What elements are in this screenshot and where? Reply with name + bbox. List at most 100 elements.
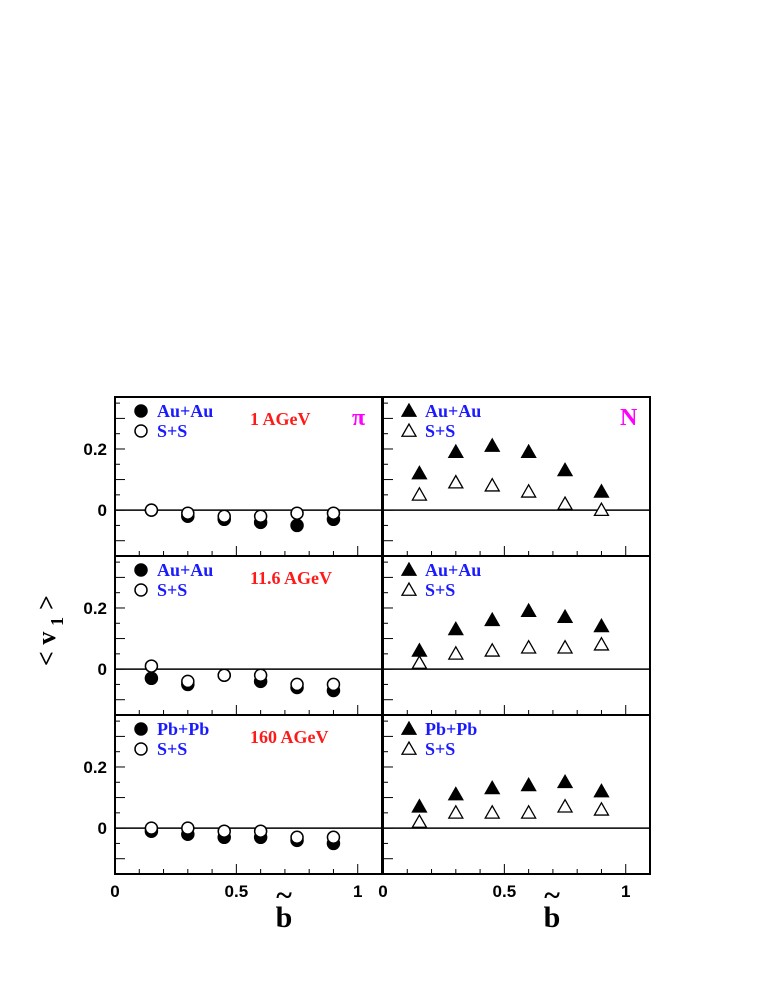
point-filled-triangle — [520, 602, 537, 617]
legend-marker-filled — [400, 561, 418, 576]
x-tick-label: 0.5 — [225, 882, 249, 901]
point-filled-triangle — [593, 783, 610, 798]
legend-marker-filled — [134, 563, 148, 577]
panel-row2-col2: Au+AuS+S — [382, 555, 651, 716]
point-open-circle — [181, 506, 195, 520]
particle-label: π — [352, 405, 365, 431]
point-open-circle — [326, 830, 341, 845]
legend-label: Pb+Pb — [425, 719, 477, 739]
panel-frame — [114, 396, 383, 557]
point-filled-triangle — [520, 777, 537, 792]
point-filled-triangle — [447, 786, 464, 801]
point-filled-triangle — [447, 621, 464, 636]
panel-row1-col2: Au+AuS+S N — [382, 396, 651, 557]
x-axis-title-tilde: ~ — [544, 879, 560, 912]
y-axis-title-close: > — [32, 595, 61, 610]
x-axis-title: b — [544, 901, 561, 934]
panel-frame — [114, 714, 383, 875]
panel-row2-col1: Au+AuS+S 11.6 AGeV — [114, 555, 383, 716]
legend-marker-filled — [400, 720, 418, 735]
legend-label: S+S — [425, 739, 455, 759]
x-axis-title: b — [276, 901, 293, 934]
legend-label: S+S — [425, 421, 455, 441]
point-open-circle — [144, 659, 159, 673]
legend-marker-open — [400, 422, 418, 437]
panel-frame — [382, 714, 651, 875]
y-tick-label: 0 — [98, 501, 107, 520]
point-open-circle — [290, 506, 304, 520]
point-open-circle — [217, 824, 231, 838]
point-open-triangle — [520, 804, 537, 819]
point-open-circle — [144, 503, 159, 517]
point-filled-triangle — [593, 618, 610, 633]
point-open-circle — [290, 830, 304, 845]
point-open-circle — [217, 668, 231, 682]
point-filled-triangle — [484, 437, 501, 452]
legend-marker-open — [400, 581, 418, 596]
x-tick-label: 0.5 — [493, 882, 517, 901]
energy-label: 1 AGeV — [250, 409, 311, 429]
point-filled-triangle — [411, 798, 428, 813]
y-axis-title: < v 1 > — [32, 595, 67, 666]
point-open-circle — [253, 824, 268, 838]
point-open-triangle — [556, 495, 574, 510]
panel-row3-col2: Pb+PbS+S — [382, 714, 651, 875]
point-open-triangle — [411, 813, 428, 828]
point-filled-triangle — [411, 465, 428, 480]
point-open-circle — [253, 509, 268, 523]
point-open-triangle — [556, 798, 574, 813]
y-tick-label: 0.2 — [83, 758, 107, 777]
legend-marker-open — [134, 583, 148, 597]
x-tick-label: 1 — [353, 882, 362, 901]
point-filled-triangle — [447, 443, 464, 458]
legend-label: Au+Au — [157, 560, 213, 580]
y-tick-label: 0.2 — [83, 440, 107, 459]
legend-label: S+S — [425, 580, 455, 600]
point-open-triangle — [556, 639, 574, 654]
point-open-triangle — [520, 483, 537, 498]
y-tick-label: 0 — [98, 819, 107, 838]
point-filled-circle — [144, 671, 159, 686]
y-tick-label: 0.2 — [83, 599, 107, 618]
legend-marker-filled — [134, 722, 148, 736]
legend-label: Pb+Pb — [157, 719, 209, 739]
point-filled-triangle — [593, 483, 610, 498]
point-open-triangle — [484, 642, 501, 657]
point-open-triangle — [593, 501, 610, 517]
legend-marker-open — [400, 740, 418, 755]
y-axis-title-main: < v — [32, 632, 61, 666]
point-open-triangle — [447, 645, 464, 660]
energy-label: 160 AGeV — [250, 727, 329, 747]
point-filled-triangle — [411, 642, 428, 657]
x-tick-label: 0 — [110, 882, 119, 901]
legend-marker-filled — [400, 402, 418, 417]
legend-label: S+S — [157, 580, 187, 600]
point-open-circle — [217, 509, 231, 523]
panel-row3-col1: Pb+PbS+S 160 AGeV — [114, 714, 383, 875]
y-axis-title-subscript: 1 — [47, 617, 67, 626]
legend-label: Au+Au — [157, 401, 213, 421]
point-filled-triangle — [556, 773, 574, 789]
legend-label: Au+Au — [425, 401, 481, 421]
point-open-triangle — [411, 654, 428, 669]
point-open-circle — [181, 821, 195, 835]
energy-label: 11.6 AGeV — [250, 568, 332, 588]
point-open-triangle — [520, 639, 537, 654]
point-open-circle — [144, 821, 159, 835]
point-open-triangle — [484, 804, 501, 819]
point-open-circle — [253, 668, 268, 682]
point-open-circle — [326, 677, 341, 692]
point-open-circle — [326, 506, 341, 520]
point-open-triangle — [484, 477, 501, 492]
point-open-triangle — [447, 474, 464, 489]
particle-label: N — [620, 405, 638, 431]
x-axis-title-tilde: ~ — [276, 879, 292, 912]
point-filled-triangle — [484, 611, 501, 627]
legend-label: S+S — [157, 739, 187, 759]
point-filled-triangle — [484, 780, 501, 795]
x-tick-label: 0 — [378, 882, 387, 901]
point-filled-circle — [290, 518, 304, 533]
